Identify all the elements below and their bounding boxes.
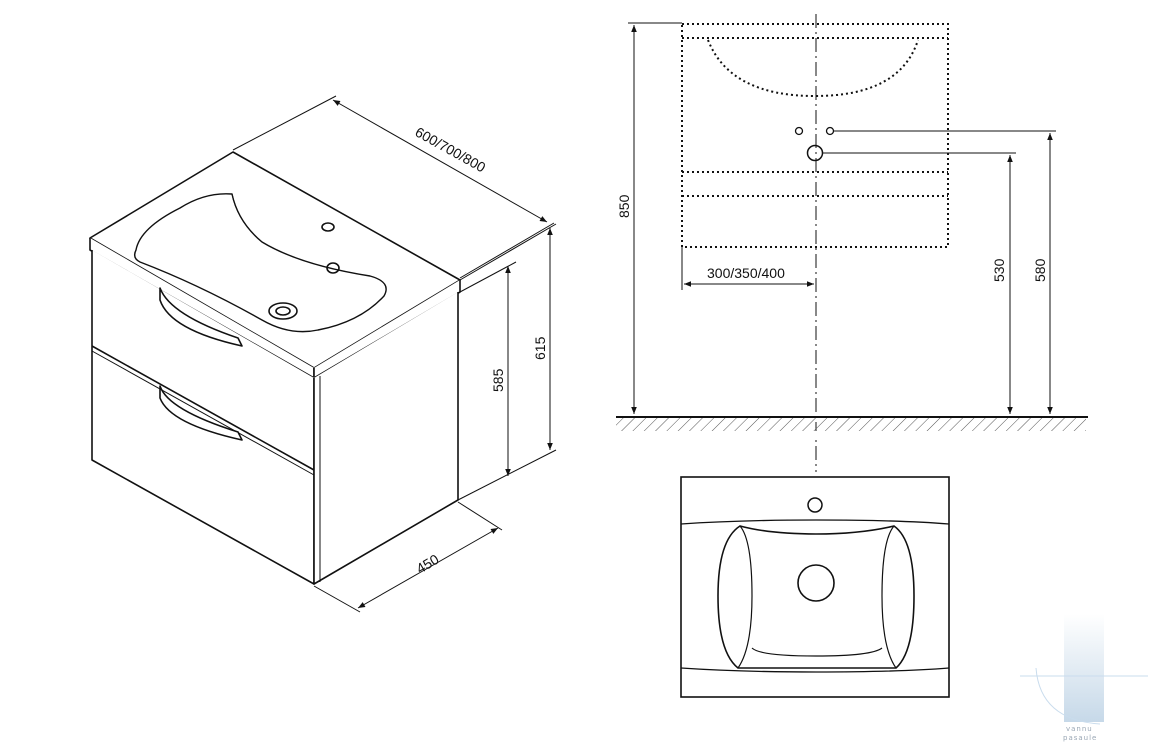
drain-height-label: 530: [991, 258, 1007, 282]
top-tap-hole: [807, 497, 823, 513]
width-options-label: 600/700/800: [413, 124, 489, 176]
upper-drawer-handle: [159, 287, 243, 347]
floor: [600, 416, 1090, 439]
pipe-height-label: 580: [1032, 258, 1048, 282]
depth-label: 450: [413, 551, 441, 577]
total-height-label: 615: [532, 336, 548, 360]
overflow-hole: [326, 262, 340, 274]
drain-hole: [806, 144, 824, 162]
elevation-dimensions: [628, 22, 1056, 414]
mount-height-label: 850: [616, 194, 632, 218]
top-basin: [717, 525, 915, 669]
countertop-outline: [680, 476, 950, 698]
svg-text:vannu: vannu: [1066, 725, 1093, 733]
svg-text:pasaule: pasaule: [1063, 734, 1097, 742]
offset-options-label: 300/350/400: [707, 265, 785, 281]
drawer-divider: [91, 345, 315, 471]
basin-bowl: [133, 193, 387, 333]
top-drain: [797, 564, 835, 602]
isometric-view: [89, 151, 461, 585]
cabinet-height-label: 585: [490, 368, 506, 392]
top-view: [680, 476, 950, 698]
pipe-hole-left: [794, 126, 804, 136]
basin-drain: [268, 302, 298, 320]
lower-drawer-handle: [159, 385, 243, 441]
iso-dimensions: [232, 95, 557, 613]
tap-hole: [321, 222, 335, 232]
pipe-hole-right: [825, 126, 835, 136]
hidden-basin: [707, 39, 919, 98]
watermark-logo: vannu pasaule: [1020, 614, 1148, 742]
front-elevation: [681, 14, 949, 472]
hidden-cabinet-outline: [681, 23, 949, 248]
